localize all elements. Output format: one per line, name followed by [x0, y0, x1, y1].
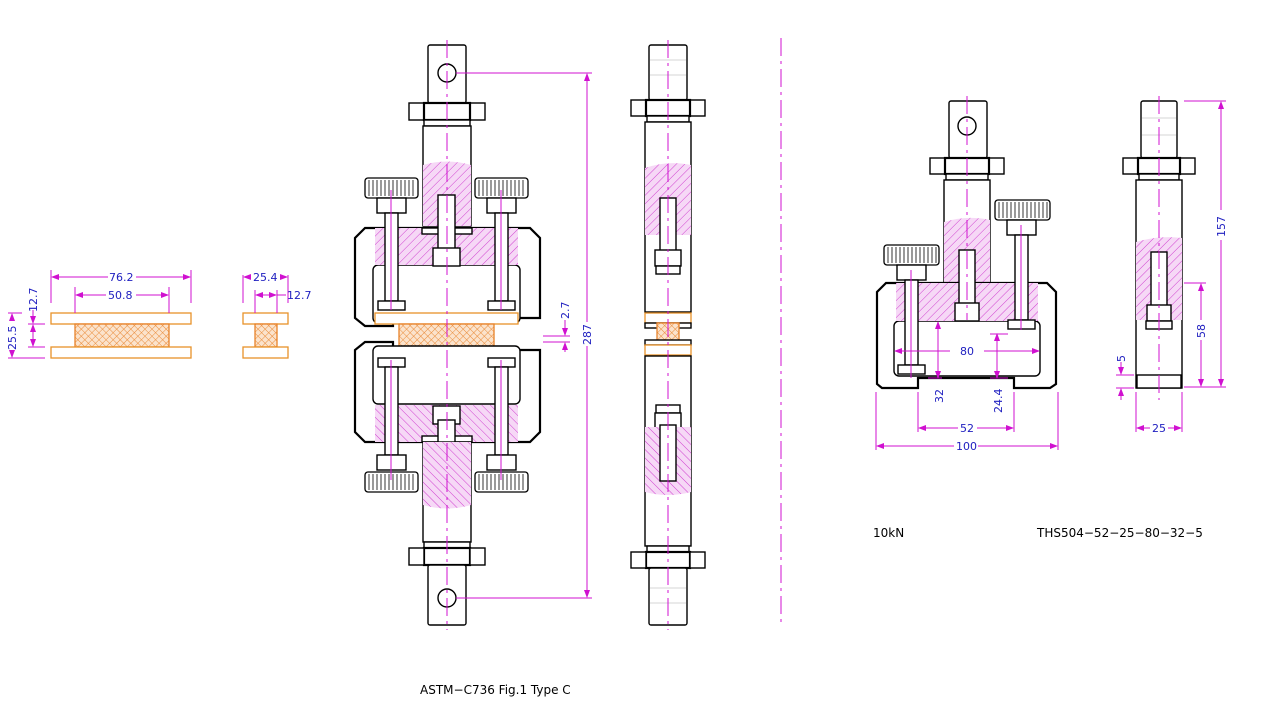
dim-grip-overall-width: 100: [956, 440, 977, 453]
dim-clamp-depth: 32: [933, 389, 946, 403]
specimen-top-plate: [50, 312, 192, 325]
dim-side-width: 25.4: [253, 271, 278, 284]
fixture-assembly-front: 287 2.7: [353, 40, 594, 630]
dim-grip-height: 157: [1215, 216, 1228, 237]
dim-base-thickness: 5: [1115, 355, 1128, 362]
specimen-bottom-plate: [50, 346, 192, 359]
grip-side-view: 157 58 5 25: [1115, 96, 1228, 435]
part-number-label: THS504−52−25−80−32−5: [1036, 526, 1203, 540]
specimen-side-view: 25.4 12.7: [242, 271, 312, 359]
dim-plate-thickness: 12.7: [27, 288, 40, 313]
dim-gap: 2.7: [559, 302, 572, 320]
dim-slot-width: 52: [960, 422, 974, 435]
dim-total-height: 25.5: [6, 326, 19, 351]
capacity-label: 10kN: [873, 526, 904, 540]
dim-grip-body-height: 58: [1195, 324, 1208, 338]
specimen-front-view: 76.2 50.8 12.7 25.5: [6, 270, 192, 359]
grip-front-view: 80 32 24.4 52 100: [875, 96, 1059, 453]
specimen-core: [74, 323, 170, 348]
dim-specimen-width: 76.2: [109, 271, 134, 284]
dim-side-core: 12.7: [287, 289, 312, 302]
dim-overall-length: 287: [581, 324, 594, 345]
fixture-assembly-side: [630, 40, 706, 630]
dim-grip-side-width: 25: [1152, 422, 1166, 435]
dim-slot-height: 24.4: [992, 389, 1005, 414]
dim-grip-inner-width: 80: [960, 345, 974, 358]
drawing-caption: ASTM−C736 Fig.1 Type C: [420, 683, 571, 697]
dim-core-width: 50.8: [108, 289, 133, 302]
